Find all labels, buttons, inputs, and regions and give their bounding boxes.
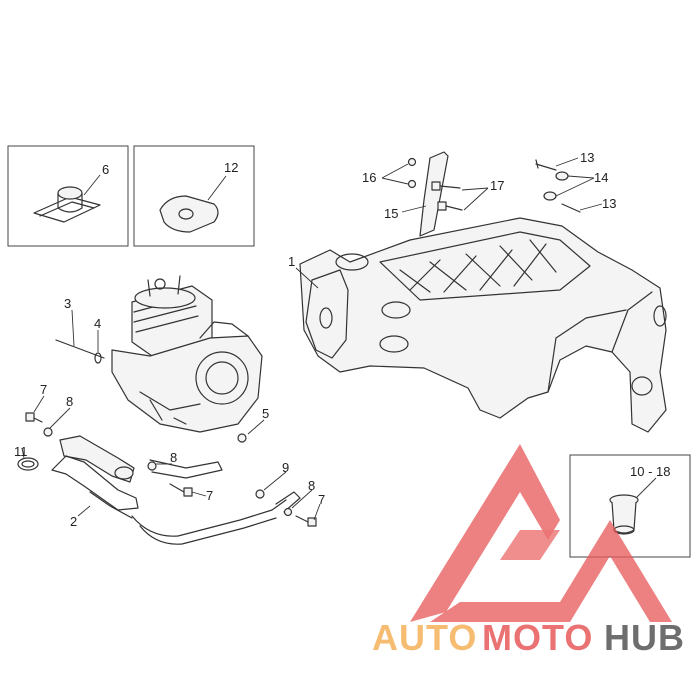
engine-mount-bracket <box>17 435 301 545</box>
callout-5: 5 <box>262 406 269 421</box>
inset-box-part-6: 6 <box>7 145 129 247</box>
callout-16: 16 <box>362 170 376 185</box>
engine-assembly <box>55 275 263 433</box>
frame <box>299 217 667 433</box>
callout-13-bottom: 13 <box>602 196 616 211</box>
callout-6: 6 <box>102 162 109 177</box>
watermark-text-auto: AUTO <box>372 617 477 658</box>
leader-lines <box>21 157 603 521</box>
callout-3: 3 <box>64 296 71 311</box>
watermark-text-hub: HUB <box>604 617 685 658</box>
callout-9: 9 <box>282 460 289 475</box>
callout-11: 11 <box>14 444 28 459</box>
watermark-logo: AUTO MOTO HUB <box>372 444 685 658</box>
callout-8-left: 8 <box>66 394 73 409</box>
watermark-triangle-icon <box>410 444 672 622</box>
callout-2: 2 <box>70 514 77 529</box>
callout-1: 1 <box>288 254 295 269</box>
callout-7-right: 7 <box>318 492 325 507</box>
frame-small-parts <box>407 151 581 237</box>
callout-7-left: 7 <box>40 382 47 397</box>
watermark-text-moto: MOTO <box>482 617 593 658</box>
callout-15: 15 <box>384 206 398 221</box>
callout-8-right: 8 <box>308 478 315 493</box>
callout-13-top: 13 <box>580 150 594 165</box>
callout-17: 17 <box>490 178 504 193</box>
inset-box-part-10-18: 10 - 18 <box>569 454 691 558</box>
callout-14: 14 <box>594 170 608 185</box>
callout-7-mid: 7 <box>206 488 213 503</box>
callout-12: 12 <box>224 160 238 175</box>
callout-10-18: 10 - 18 <box>630 464 670 479</box>
fasteners <box>25 412 317 527</box>
callouts: 1 2 3 4 5 7 8 11 8 7 9 8 7 16 15 17 13 1… <box>14 150 616 529</box>
callout-4: 4 <box>94 316 101 331</box>
callout-8-mid: 8 <box>170 450 177 465</box>
inset-box-part-12: 12 <box>133 145 255 247</box>
